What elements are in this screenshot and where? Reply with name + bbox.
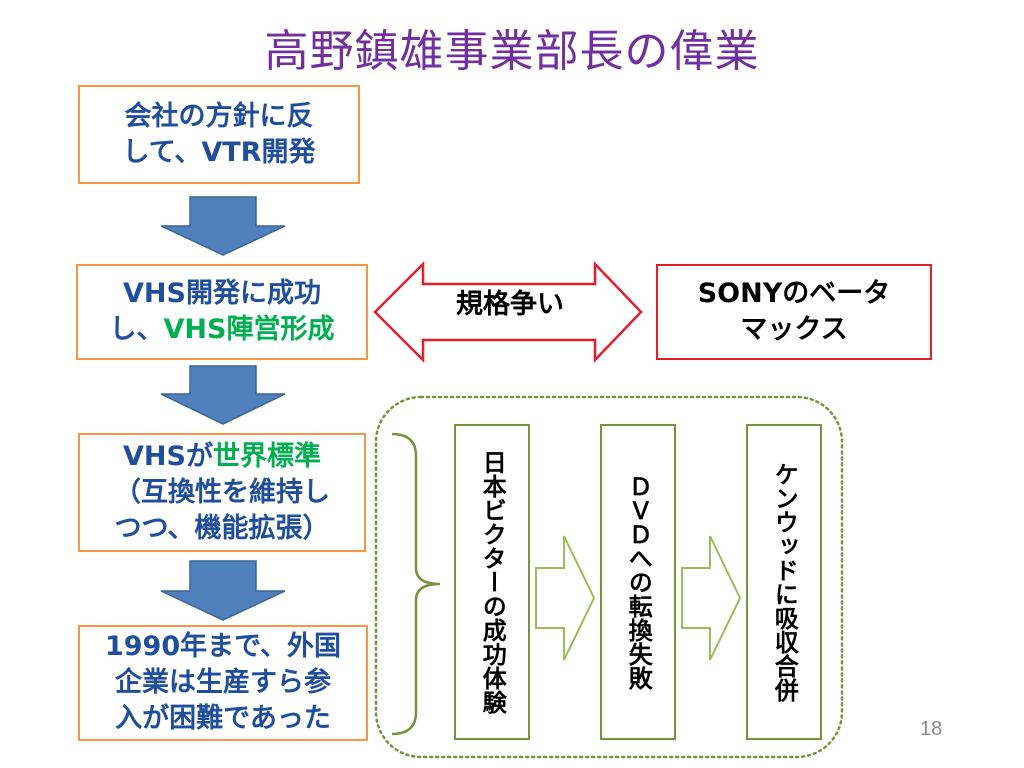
- kenwood-merger-box: ケンウッドに吸収合併: [746, 424, 822, 740]
- step-box-4: 1990年まで、外国 企業は生産すら参 入が困難であった: [78, 625, 368, 741]
- step-box-2: VHS開発に成功 し、VHS陣営形成: [76, 264, 368, 360]
- step-2-line-2-highlight: VHS陣営形成: [163, 314, 335, 345]
- step-1-line-2: して、VTR開発: [122, 136, 316, 168]
- step-3-line-1-prefix: VHSが: [123, 440, 213, 472]
- victor-success-box: 日本ビクターの成功体験: [454, 424, 530, 740]
- step-4-line-3: 入が困難であった: [115, 703, 331, 734]
- step-2-line-2: し、VHS陣営形成: [78, 312, 366, 348]
- sony-betamax-box: SONYのベータ マックス: [656, 264, 932, 360]
- right-arrow-1: [535, 535, 596, 661]
- down-arrow-1: [160, 196, 286, 256]
- right-brace-icon: [391, 432, 441, 736]
- double-arrow-icon: [373, 260, 643, 364]
- step-3-line-1: VHSが世界標準: [80, 439, 364, 475]
- step-3-line-2: （互換性を維持し: [114, 476, 330, 508]
- dvd-failure-text: ＤＶＤへの転換失敗: [624, 474, 653, 690]
- dotted-group-frame: [374, 395, 844, 759]
- slide-title: 高野鎮雄事業部長の偉業: [264, 26, 760, 77]
- sony-box-line-1: SONYのベータ: [697, 278, 891, 309]
- dvd-failure-box: ＤＶＤへの転換失敗: [600, 424, 676, 740]
- step-box-3: VHSが世界標準 （互換性を維持し つつ、機能拡張）: [78, 433, 366, 552]
- step-1-line-1: 会社の方針に反: [124, 100, 314, 132]
- right-arrow-2: [681, 535, 742, 661]
- step-4-line-1: 1990年まで、外国: [104, 631, 342, 662]
- step-3-line-1-highlight: 世界標準: [212, 440, 321, 472]
- step-2-line-2-prefix: し、: [109, 314, 164, 345]
- step-4-line-2: 企業は生産すら参: [115, 667, 331, 698]
- step-2-line-1: VHS開発に成功: [123, 278, 321, 309]
- down-arrow-2: [160, 365, 286, 425]
- victor-success-text: 日本ビクターの成功体験: [478, 450, 507, 714]
- down-arrow-3: [160, 560, 286, 621]
- sony-box-line-2: マックス: [740, 314, 848, 345]
- rivalry-label: 規格争い: [456, 289, 564, 320]
- kenwood-merger-text: ケンウッドに吸収合併: [770, 462, 799, 702]
- step-3-line-3: つつ、機能拡張）: [114, 512, 330, 544]
- step-box-1: 会社の方針に反 して、VTR開発: [78, 85, 360, 184]
- page-number: 18: [920, 718, 943, 740]
